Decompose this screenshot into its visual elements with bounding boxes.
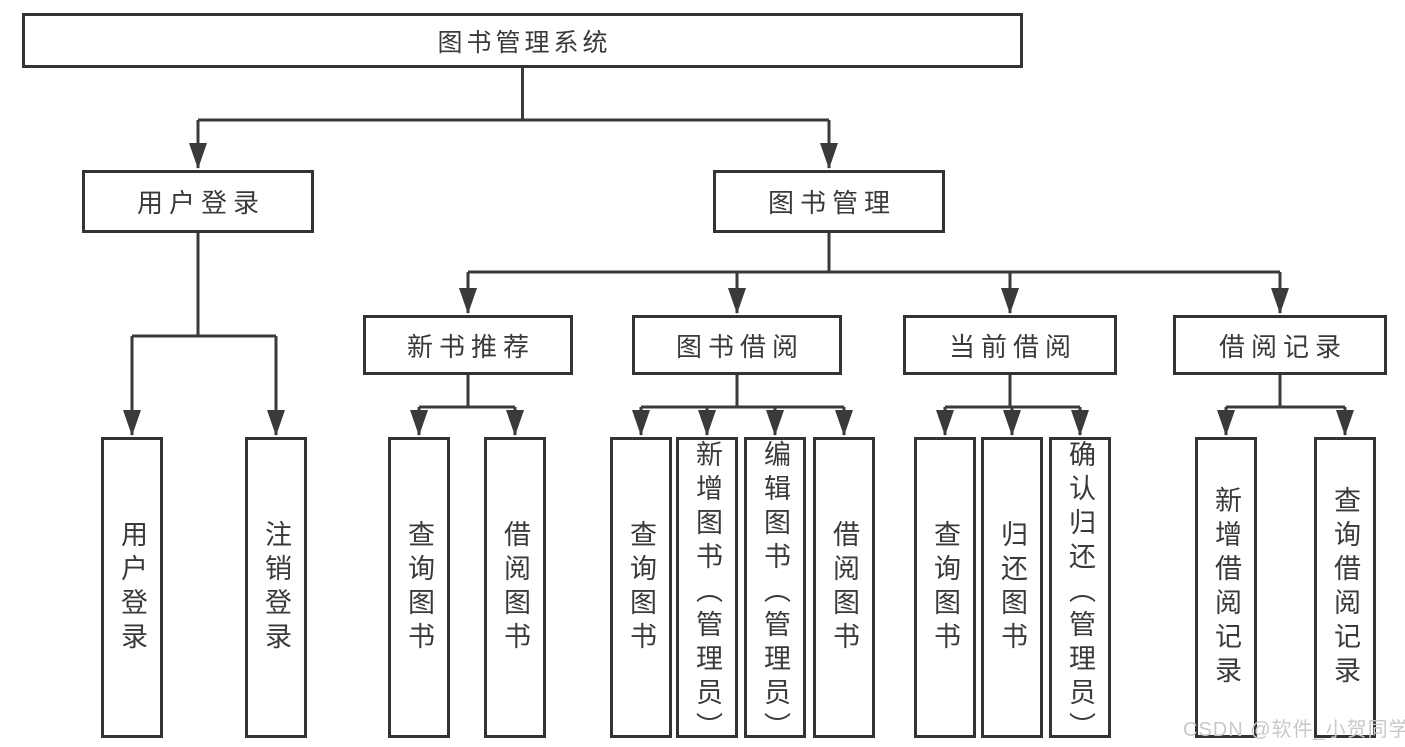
node-leaf-add-borrow-record: 新增借阅记录: [1195, 437, 1257, 738]
node-leaf-query-books-2: 查询图书: [610, 437, 672, 738]
node-borrowing-records: 借阅记录: [1173, 315, 1387, 375]
node-leaf-borrow-books-1: 借阅图书: [484, 437, 546, 738]
csdn-watermark: CSDN @软件_小贺同学: [1183, 719, 1405, 741]
node-leaf-edit-books-admin: 编辑图书（管理员）: [744, 437, 806, 746]
node-leaf-confirm-return-admin: 确认归还（管理员）: [1049, 437, 1111, 746]
node-current-borrowing: 当前借阅: [903, 315, 1117, 375]
node-book-management: 图书管理: [713, 170, 945, 233]
node-leaf-logout: 注销登录: [245, 437, 307, 738]
node-leaf-query-books-3: 查询图书: [914, 437, 976, 738]
node-leaf-user-login: 用户登录: [101, 437, 163, 738]
node-root-system: 图书管理系统: [22, 13, 1023, 68]
node-leaf-query-borrow-record: 查询借阅记录: [1314, 437, 1376, 738]
node-book-borrowing: 图书借阅: [632, 315, 842, 375]
node-new-book-recommend: 新书推荐: [363, 315, 573, 375]
node-user-login: 用户登录: [82, 170, 314, 233]
node-leaf-query-books-1: 查询图书: [388, 437, 450, 738]
node-leaf-borrow-books-2: 借阅图书: [813, 437, 875, 738]
node-leaf-return-books: 归还图书: [981, 437, 1043, 738]
node-leaf-add-books-admin: 新增图书（管理员）: [676, 437, 738, 746]
